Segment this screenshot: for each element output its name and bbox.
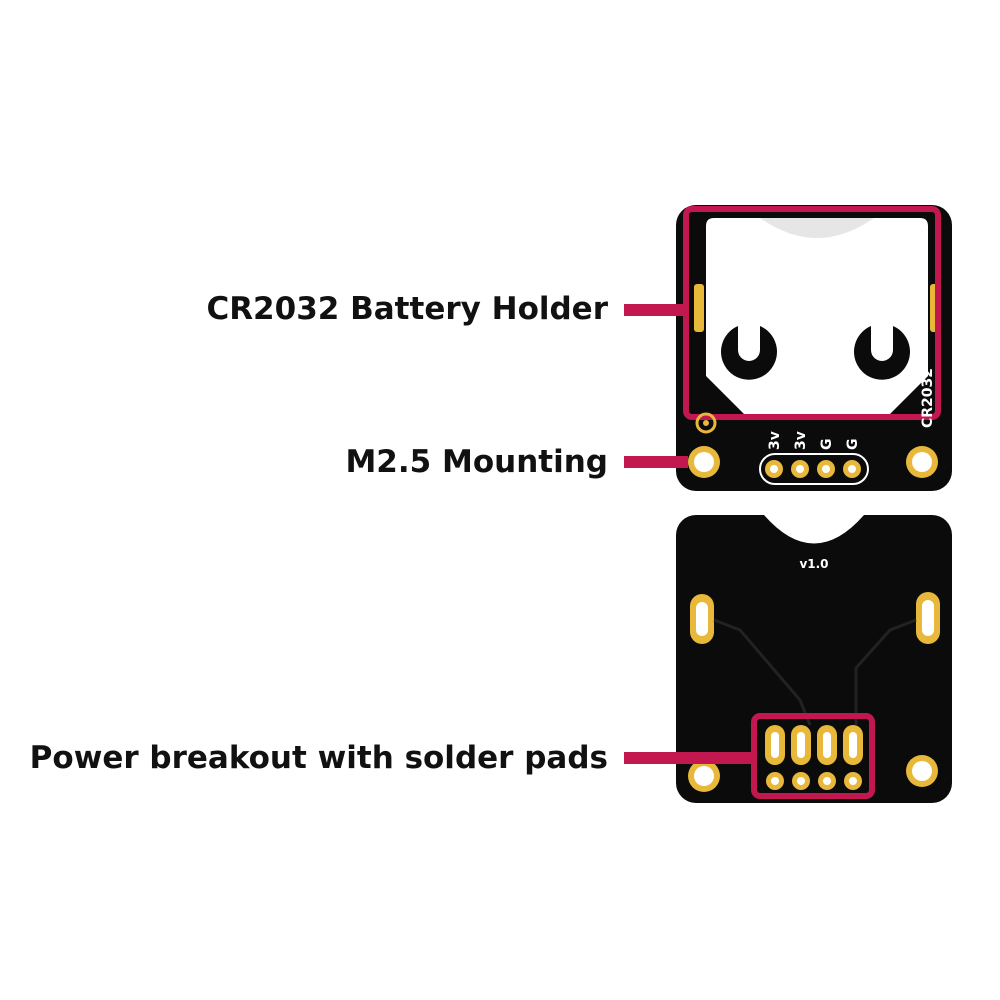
back-board: v1.0	[676, 515, 952, 803]
pin-label-1: 3v	[767, 431, 783, 450]
traces	[713, 618, 917, 726]
back-board-cutout	[764, 515, 864, 544]
solder-pad-holes	[766, 772, 862, 790]
mounting-hole-right	[906, 446, 938, 478]
mounting-hole-left	[688, 446, 720, 478]
contact-hole-left	[720, 326, 777, 380]
slot-hole-right	[922, 600, 934, 636]
back-board-body	[676, 515, 952, 803]
battery-cutout	[760, 218, 874, 238]
callout-line-power-breakout	[624, 752, 754, 764]
solder-pads	[765, 725, 863, 765]
battery-clip-left	[694, 284, 704, 332]
callout-label-power-breakout: Power breakout with solder pads	[30, 740, 608, 776]
pin-label-3: G	[819, 439, 835, 451]
callout-label-mounting: M2.5 Mounting	[345, 444, 608, 480]
pin-header-pads	[765, 460, 861, 478]
callout-power-breakout: Power breakout with solder pads	[30, 740, 754, 776]
pin-header-outline	[759, 453, 869, 485]
callout-battery-holder: CR2032 Battery Holder	[206, 291, 686, 327]
callout-label-battery-holder: CR2032 Battery Holder	[206, 291, 608, 327]
callout-mounting: M2.5 Mounting	[345, 444, 688, 480]
callout-line-mounting	[624, 456, 688, 468]
contact-hole-right	[854, 326, 911, 380]
back-mounting-hole-left	[688, 760, 720, 792]
back-mounting-hole-right	[906, 755, 938, 787]
part-marking: CR2032	[920, 368, 936, 428]
pin-label-2: 3v	[793, 431, 809, 450]
battery-holder	[706, 218, 928, 420]
hex-logo-icon	[695, 412, 717, 434]
pin-label-4: G	[845, 439, 861, 451]
slot-hole-left	[696, 602, 708, 636]
callout-line-battery-holder	[624, 304, 686, 316]
version-marking: v1.0	[799, 557, 828, 571]
front-board: CR2032 3v 3v G G	[676, 205, 952, 491]
